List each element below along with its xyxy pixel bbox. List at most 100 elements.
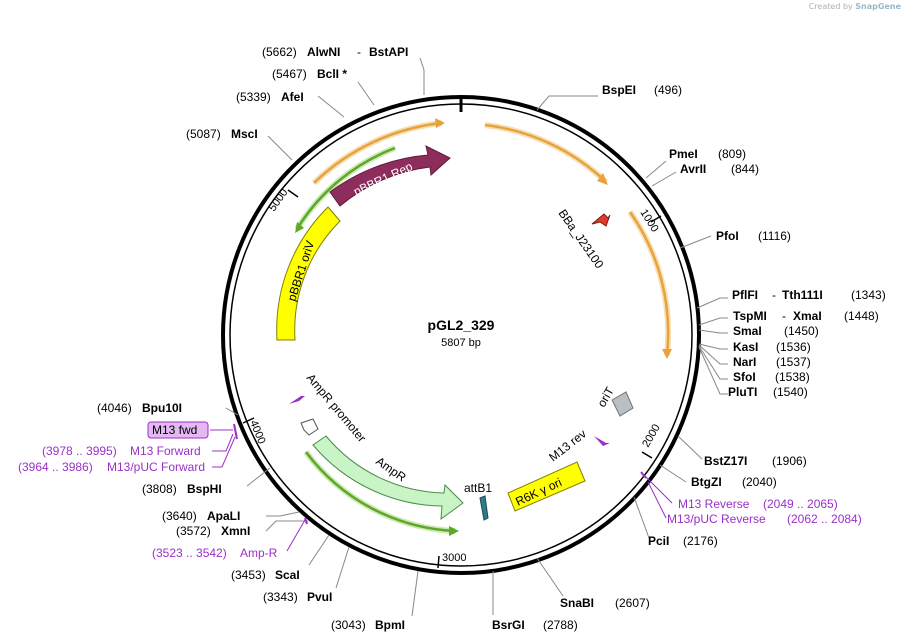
site-alwni-sep: - [357,45,361,59]
site-bspei[interactable]: BspEI (496) [602,83,682,97]
site-afei[interactable]: (5339) AfeI [236,90,304,104]
site-msci-pos: (5087) [186,127,221,141]
primer-m13-puc-reverse-name: M13/pUC Reverse [667,512,766,526]
site-nari-pos: (1537) [776,355,811,369]
m13-reverse-site-mark [640,471,647,479]
site-bstz17i-name: BstZ17I [704,454,747,468]
site-pfoi-pos: (1116) [758,229,791,243]
site-tth111i-name: Tth111I [782,288,823,302]
site-tspmi[interactable]: TspMI - XmaI (1448) [733,309,879,323]
site-avrii-name: AvrII [680,162,706,176]
ampr-promoter-feature[interactable] [300,418,319,436]
site-xmai-name: XmaI [793,309,822,323]
primer-amp-r[interactable]: (3523 .. 3542) Amp-R [152,546,278,560]
site-sfoi-name: SfoI [733,370,756,384]
site-bcli-pos: (5467) [272,67,307,81]
site-leader-lines [225,57,728,617]
site-scai[interactable]: (3453) ScaI [231,568,300,582]
site-xmni[interactable]: (3572) XmnI [176,524,250,538]
site-bstz17i-pos: (1906) [772,454,807,468]
pbbr1-rep-feature[interactable] [329,145,451,207]
primer-m13-puc-forward-name: M13/pUC Forward [107,460,205,474]
ampr-feature[interactable] [312,435,464,521]
site-bstz17i[interactable]: BstZ17I (1906) [704,454,807,468]
site-pvui-pos: (3343) [263,590,298,604]
site-pfoi[interactable]: PfoI (1116) [716,229,791,243]
site-apali[interactable]: (3640) ApaLI [162,509,240,523]
primer-m13-puc-forward-range: (3964 .. 3986) [18,460,93,474]
primer-m13-puc-reverse-range: (2062 .. 2084) [787,512,862,526]
site-bcli[interactable]: (5467) BclI * [272,67,347,81]
site-bsrgi-pos: (2788) [543,618,578,632]
site-pfoi-name: PfoI [716,229,739,243]
orit-feature[interactable] [611,391,634,417]
site-pflfi-pos: (1343) [851,288,886,302]
r6k-ori-feature[interactable] [507,461,586,512]
orange-arrow-3-head [662,349,672,359]
site-bsrgi-name: BsrGI [492,618,525,632]
site-pcii[interactable]: PciI (2176) [648,534,718,548]
primer-m13-puc-reverse[interactable]: M13/pUC Reverse (2062 .. 2084) [667,512,862,526]
site-pvui-name: PvuI [307,590,332,604]
primer-m13-puc-forward[interactable]: (3964 .. 3986) M13/pUC Forward [18,460,205,474]
site-nari-name: NarI [733,355,756,369]
site-tspmi-pos: (1448) [844,309,879,323]
primer-m13-forward-range: (3978 .. 3995) [42,444,117,458]
site-bsrgi[interactable]: BsrGI (2788) [492,618,578,632]
site-bpu10i[interactable]: (4046) Bpu10I [97,401,182,415]
ampr-promoter-label: AmpR promoter [304,371,369,445]
green-arrow-1-head [295,222,304,233]
bba-j23100-feature[interactable] [591,213,611,227]
amp-r-site-mark [304,517,308,525]
m13-fwd-site-mark [233,423,238,440]
site-bpu10i-pos: (4046) [97,401,132,415]
site-smai-pos: (1450) [784,324,819,338]
site-alwni-pos: (5662) [262,45,297,59]
m13-rev-label: M13 rev [546,427,589,465]
bpu10i-primer-mark [289,396,305,404]
site-bpu10i-name: Bpu10I [142,401,182,415]
site-nari[interactable]: NarI (1537) [733,355,811,369]
orit-label: oriT [594,384,617,409]
orange-arrow-1 [313,121,443,184]
pbbr1-oriv-feature[interactable] [276,206,341,341]
site-alwni[interactable]: (5662) AlwNI - BstAPI [262,45,408,59]
site-snabi-pos: (2607) [615,596,650,610]
m13-fwd-box[interactable] [147,421,209,439]
site-sfoi[interactable]: SfoI (1538) [733,370,810,384]
site-bpmi[interactable]: (3043) BpmI [331,618,405,632]
site-pflfi[interactable]: PflFI - Tth111I (1343) [732,288,886,302]
site-scai-pos: (3453) [231,568,266,582]
green-arrow-1 [295,146,396,230]
primer-m13-reverse[interactable]: M13 Reverse (2049 .. 2065) [678,497,838,511]
site-bspei-pos: (496) [654,83,682,97]
site-xmni-name: XmnI [221,524,250,538]
site-afei-pos: (5339) [236,90,271,104]
site-bpmi-pos: (3043) [331,618,366,632]
primer-amp-r-name: Amp-R [240,546,278,560]
site-pvui[interactable]: (3343) PvuI [263,590,332,604]
m13-rev-primer-mark[interactable] [594,436,610,446]
attb1-feature[interactable] [479,495,489,521]
site-snabi[interactable]: SnaBI (2607) [560,596,650,610]
site-snabi-name: SnaBI [560,596,594,610]
site-apali-name: ApaLI [207,509,240,523]
orange-arrow-3 [628,211,670,356]
primer-m13-forward[interactable]: (3978 .. 3995) M13 Forward [42,444,201,458]
site-bspei-name: BspEI [602,83,636,97]
site-smai[interactable]: SmaI (1450) [733,324,819,338]
site-msci-name: MscI [231,127,258,141]
site-bsphi[interactable]: (3808) BspHI [142,482,222,496]
site-btgzi[interactable]: BtgZI (2040) [691,475,777,489]
site-btgzi-pos: (2040) [742,475,777,489]
site-avrii[interactable]: AvrII (844) [680,162,759,176]
primer-m13-reverse-range: (2049 .. 2065) [763,497,838,511]
site-msci[interactable]: (5087) MscI [186,127,258,141]
site-pluti[interactable]: PluTI (1540) [728,385,808,399]
site-pmei-name: PmeI [669,147,698,161]
primer-m13-reverse-name: M13 Reverse [678,497,750,511]
site-afei-name: AfeI [281,90,304,104]
site-kasi[interactable]: KasI (1536) [733,340,811,354]
site-pmei[interactable]: PmeI (809) [669,147,746,161]
